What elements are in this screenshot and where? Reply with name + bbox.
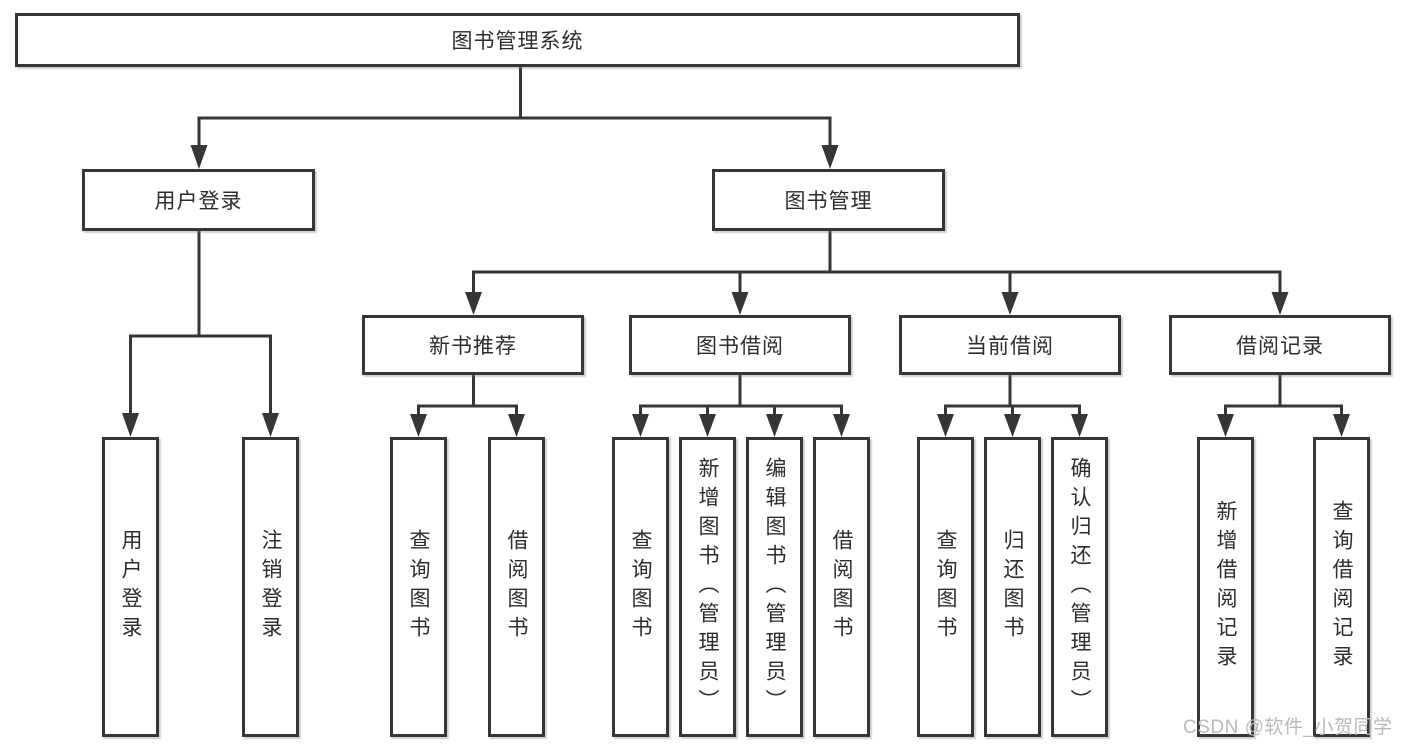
arrowhead: [262, 413, 279, 437]
node-root-label: 图书管理系统: [451, 30, 584, 53]
leaf-confirm-return-admin: 确认归还（管理员）: [1051, 437, 1108, 737]
arrowhead: [465, 292, 482, 315]
arrowhead: [122, 413, 139, 437]
node-book-management: 图书管理: [712, 169, 945, 231]
leaf-borrow-books-recommend-label: 借阅图书: [505, 529, 528, 645]
arrowhead: [766, 414, 783, 437]
arrowhead: [1001, 292, 1019, 315]
leaf-borrow-books-label: 借阅图书: [830, 529, 853, 645]
leaf-query-books-borrow: 查询图书: [612, 437, 669, 737]
leaf-query-books-recommend-label: 查询图书: [407, 529, 430, 645]
arrowhead: [632, 414, 649, 437]
arrowhead: [699, 414, 716, 437]
arrowhead: [937, 414, 954, 437]
arrowhead: [821, 145, 839, 169]
leaf-query-books-borrow-label: 查询图书: [629, 529, 652, 645]
leaf-edit-book-admin: 编辑图书（管理员）: [746, 437, 803, 737]
leaf-borrow-books: 借阅图书: [813, 437, 870, 737]
leaf-add-book-admin: 新增图书（管理员）: [679, 437, 736, 737]
leaf-logout: 注销登录: [242, 437, 299, 737]
arrowhead: [1071, 414, 1088, 437]
leaf-query-books-current-label: 查询图书: [934, 529, 957, 645]
arrowhead: [190, 145, 208, 169]
leaf-user-login: 用户登录: [102, 437, 159, 737]
leaf-query-borrow-record: 查询借阅记录: [1313, 437, 1370, 737]
csdn-watermark: CSDN @软件_小贺同学: [1183, 717, 1393, 738]
leaf-logout-label: 注销登录: [259, 529, 282, 645]
node-user-login: 用户登录: [82, 169, 315, 231]
arrowhead: [833, 414, 850, 437]
node-book-management-label: 图书管理: [784, 190, 873, 213]
arrowhead: [1271, 292, 1289, 315]
node-current-borrow: 当前借阅: [899, 315, 1121, 375]
arrowhead: [1004, 414, 1021, 437]
node-current-borrow-label: 当前借阅: [966, 335, 1054, 358]
leaf-user-login-label: 用户登录: [119, 529, 142, 645]
node-book-borrow-label: 图书借阅: [696, 335, 784, 358]
node-borrow-records-label: 借阅记录: [1236, 335, 1324, 358]
leaf-borrow-books-recommend: 借阅图书: [488, 437, 545, 737]
arrowhead: [1333, 414, 1350, 437]
node-new-book-recommend-label: 新书推荐: [429, 335, 517, 358]
leaf-edit-book-admin-label: 编辑图书（管理员）: [763, 456, 786, 718]
leaf-query-borrow-record-label: 查询借阅记录: [1330, 500, 1353, 674]
leaf-query-books-current: 查询图书: [917, 437, 974, 737]
node-new-book-recommend: 新书推荐: [362, 315, 584, 375]
leaf-add-borrow-record: 新增借阅记录: [1197, 437, 1254, 737]
leaf-add-book-admin-label: 新增图书（管理员）: [696, 456, 719, 718]
arrowhead: [1217, 414, 1234, 437]
arrowhead: [410, 414, 427, 437]
arrowhead: [731, 292, 749, 315]
node-book-borrow: 图书借阅: [629, 315, 851, 375]
leaf-add-borrow-record-label: 新增借阅记录: [1214, 500, 1237, 674]
node-root: 图书管理系统: [15, 13, 1020, 67]
leaf-query-books-recommend: 查询图书: [390, 437, 447, 737]
leaf-return-book-label: 归还图书: [1001, 529, 1024, 645]
leaf-return-book: 归还图书: [984, 437, 1041, 737]
node-borrow-records: 借阅记录: [1169, 315, 1391, 375]
leaf-confirm-return-admin-label: 确认归还（管理员）: [1068, 456, 1091, 718]
arrowhead: [508, 414, 525, 437]
node-user-login-label: 用户登录: [154, 190, 243, 213]
